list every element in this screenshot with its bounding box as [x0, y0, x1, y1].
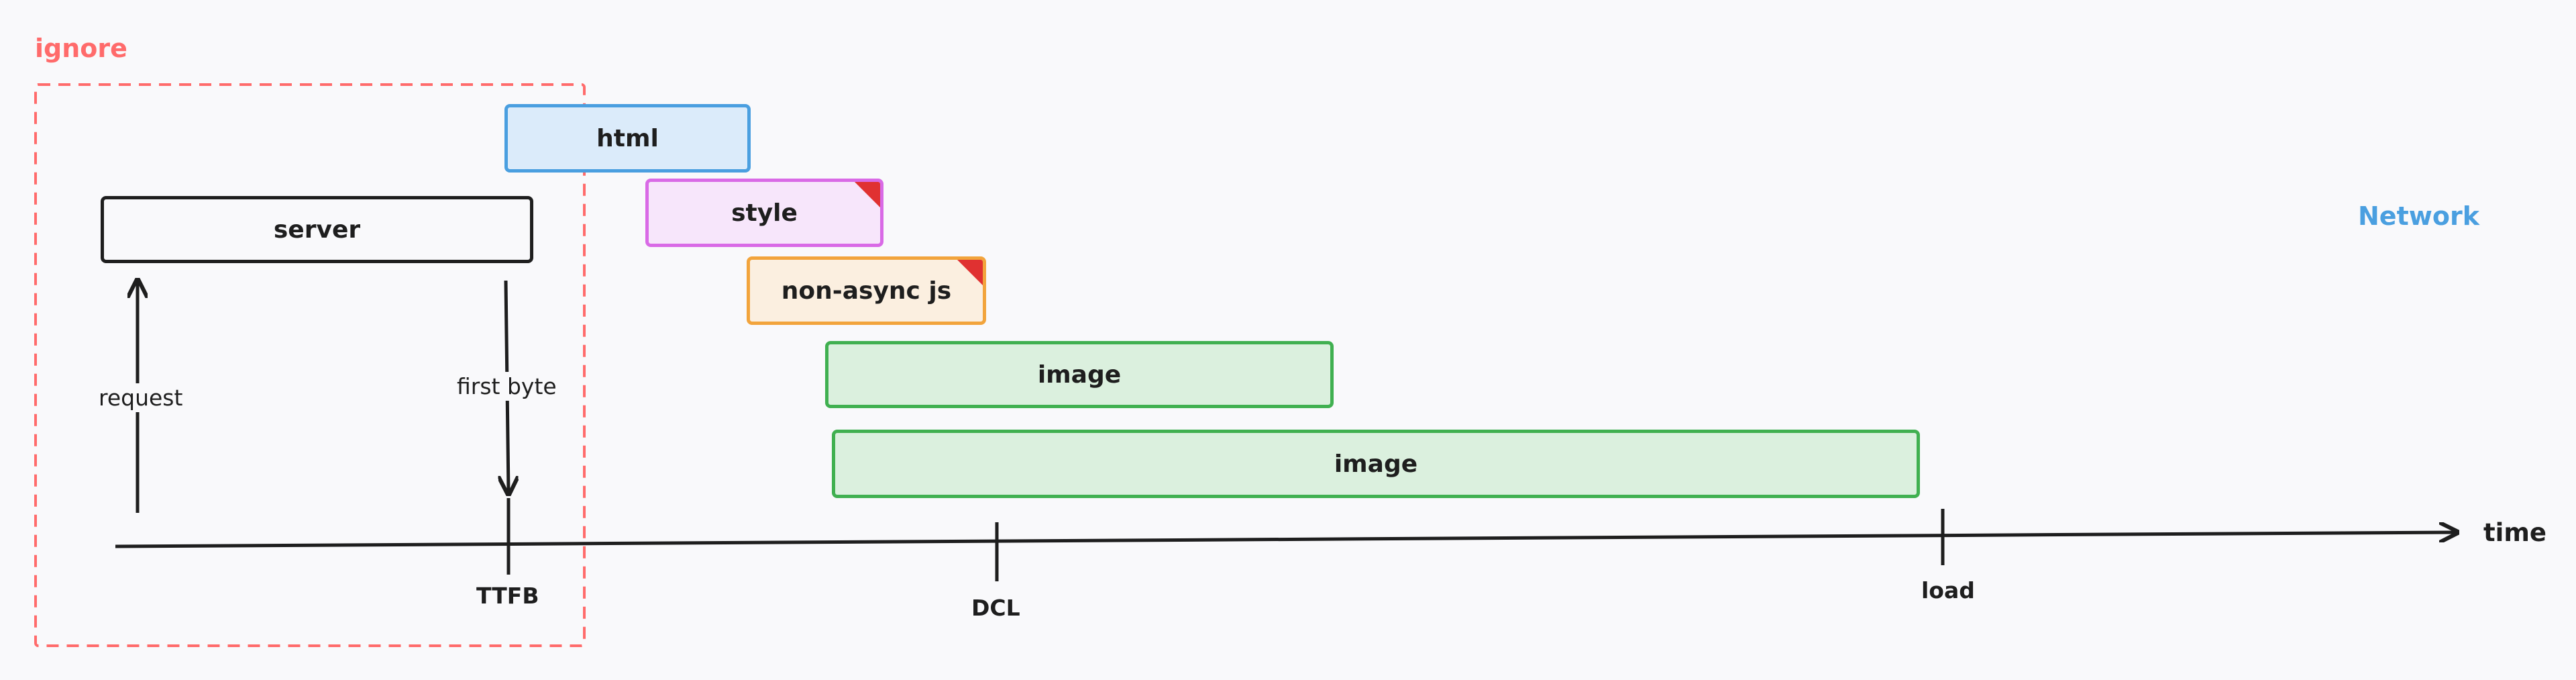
nonasync-js-label: non-async js — [781, 277, 952, 305]
style-label: style — [731, 199, 798, 227]
image-box-2: image — [832, 430, 1920, 498]
image-label-2: image — [1334, 450, 1418, 478]
ttfb-label: TTFB — [476, 583, 539, 609]
html-box: html — [504, 104, 751, 173]
time-axis — [115, 532, 2455, 548]
ignore-region — [34, 83, 586, 647]
first-byte-label: first byte — [454, 372, 559, 401]
html-label: html — [596, 124, 659, 152]
blocking-marker — [854, 182, 880, 208]
blocking-marker — [957, 260, 983, 286]
server-label: server — [273, 215, 361, 244]
load-label: load — [1921, 577, 1975, 603]
request-label: request — [96, 383, 186, 412]
network-label: Network — [2358, 201, 2479, 231]
image-box-1: image — [825, 341, 1334, 408]
server-box: server — [101, 196, 533, 263]
image-label-1: image — [1037, 360, 1122, 389]
style-box: style — [645, 179, 883, 247]
time-axis-label: time — [2483, 518, 2547, 547]
dcl-label: DCL — [971, 595, 1020, 621]
ignore-label: ignore — [35, 34, 127, 63]
nonasync-js-box: non-async js — [747, 256, 986, 325]
